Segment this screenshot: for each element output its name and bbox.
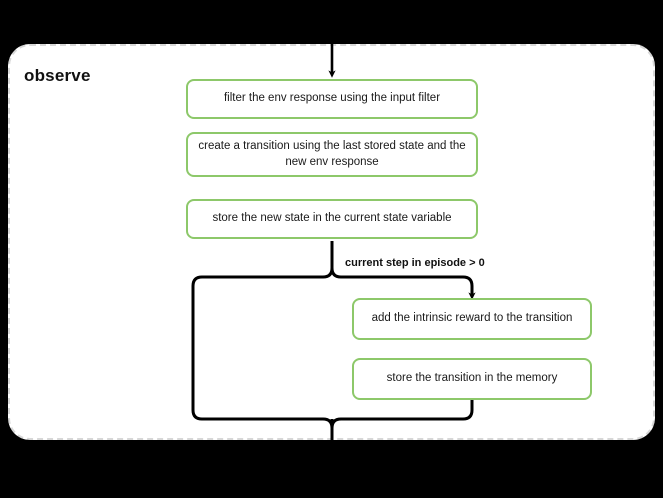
node-add-intrinsic-reward[interactable]: add the intrinsic reward to the transiti… bbox=[352, 298, 592, 340]
edge-label-condition: current step in episode > 0 bbox=[345, 257, 485, 269]
node-label: store the new state in the current state… bbox=[212, 212, 452, 225]
node-store-new-state[interactable]: store the new state in the current state… bbox=[186, 199, 478, 239]
node-store-transition-memory[interactable]: store the transition in the memory bbox=[352, 358, 592, 400]
page-title: observe bbox=[24, 66, 91, 85]
node-label: store the transition in the memory bbox=[386, 372, 558, 385]
node-label: filter the env response using the input … bbox=[223, 92, 441, 105]
node-filter-env-response[interactable]: filter the env response using the input … bbox=[186, 79, 478, 119]
node-create-transition[interactable]: create a transition using the last store… bbox=[186, 132, 478, 177]
node-label: create a transition using the last store… bbox=[198, 139, 466, 168]
node-label: add the intrinsic reward to the transiti… bbox=[371, 312, 573, 325]
